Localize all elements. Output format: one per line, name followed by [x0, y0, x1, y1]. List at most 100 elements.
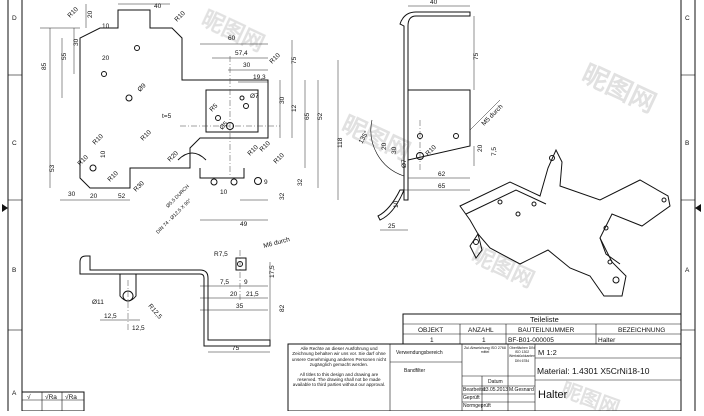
dimension-label: 32: [297, 178, 304, 186]
column-header: OBJEKT: [418, 327, 443, 334]
zone-label: C: [685, 15, 690, 22]
dimension-label: 62: [438, 171, 446, 178]
dimension-label: Ø9: [136, 82, 147, 93]
dimension-label: Ø7: [250, 93, 259, 100]
dimension-label: 20: [381, 142, 388, 150]
dimension-label: 75: [473, 52, 480, 60]
dimension-label: 35: [236, 303, 244, 310]
zone-label: A: [12, 390, 17, 397]
isometric-view: [459, 148, 671, 297]
surface-text: Oberflächen DIN ISO 1302 Werkstückkanten…: [509, 346, 535, 363]
side-view: 40 75 M5 durch 135° 20 30 Ø7 R10 20 7,5 …: [357, 0, 505, 231]
tolerance-note: Zul.Abweichung ISO 2768 mittel: [464, 346, 506, 355]
area-label: Verwendungsbereich: [396, 350, 443, 356]
dimension-label: 25: [388, 223, 396, 230]
zone-label: C: [12, 140, 17, 147]
dimension-label: 10: [220, 189, 228, 196]
dimension-label: 52: [118, 193, 126, 200]
row-label: Normgeprüft: [463, 403, 491, 409]
surface-finish-box: √ √Ra √Ra: [21, 391, 85, 412]
dimension-label: 10: [102, 23, 110, 30]
surface-note: Oberflächen DIN ISO 1302 Werkstückkanten…: [509, 346, 535, 363]
dimension-label: t=5: [162, 113, 172, 120]
dimension-label: 12,5: [132, 325, 145, 332]
table-cell: Halter: [598, 337, 616, 344]
column-header: BAUTEILNUMMER: [518, 327, 575, 334]
dimension-label: Ø5: [218, 120, 229, 131]
dimension-label: 65: [438, 183, 446, 190]
dimension-label: 55: [61, 52, 68, 60]
dimension-label: 82: [279, 304, 286, 312]
surface-symbol-icon: √Ra: [65, 393, 77, 401]
dimension-label: 20: [87, 10, 94, 18]
part-name: Halter: [538, 389, 568, 401]
dimension-label: 52: [317, 112, 324, 120]
dimension-label: R5: [208, 102, 219, 113]
dimension-label: 10: [393, 200, 400, 208]
dimension-label: 7,5: [220, 279, 229, 286]
dimension-label: 32: [279, 192, 286, 200]
dimension-label: 20: [230, 291, 238, 298]
rights-text-de: Alle Rechte an dieser Ausführung und Zei…: [291, 346, 387, 368]
table-cell: BF-B01-000005: [508, 337, 554, 344]
surface-symbol-icon: √: [27, 393, 31, 401]
dimension-label: 57,4: [235, 50, 248, 57]
dimension-label: 49: [240, 221, 248, 228]
material-value: Material: 1.4301 X5CrNi18-10: [537, 366, 650, 376]
dimension-label: 75: [232, 345, 240, 352]
row-label: Bearbeitet: [463, 387, 486, 393]
dimension-label: 75: [291, 56, 298, 64]
dimension-label: 30: [73, 38, 80, 46]
dimension-label: Ø7: [401, 159, 408, 168]
dimension-label: R7,5: [214, 251, 228, 258]
dimension-label: 40: [430, 0, 438, 6]
scale-value: M 1:2: [538, 348, 557, 357]
row-label: Geprüft: [463, 395, 480, 401]
dimension-label: 118: [337, 137, 344, 148]
dimension-label: 9: [244, 279, 248, 286]
tolerance-text: Zul.Abweichung ISO 2768 mittel: [464, 346, 506, 355]
zone-label: B: [685, 140, 689, 147]
dimension-label: 85: [41, 62, 48, 70]
dimension-label: 21,5: [246, 291, 259, 298]
dimension-label: 20: [477, 144, 484, 152]
dimension-label: 30: [68, 191, 76, 198]
dimension-label: 7,5: [491, 147, 498, 156]
table-cell: 1: [430, 337, 434, 344]
dimension-label: 9: [264, 179, 268, 186]
dimension-label: 53: [49, 164, 56, 172]
column-header: ANZAHL: [468, 327, 494, 334]
dimension-label: 65: [304, 112, 311, 120]
dimension-label: 40: [154, 3, 162, 10]
column-header: BEZEICHNUNG: [618, 327, 665, 334]
parts-list: Teileliste OBJEKT ANZAHL BAUTEILNUMMER B…: [402, 313, 682, 345]
rights-text-en: All titles to this design and drawing ar…: [292, 371, 386, 388]
author-value: M.Gesnard: [509, 387, 534, 393]
dimension-label: 12,5: [104, 313, 117, 320]
dimension-label: 10: [100, 150, 107, 158]
dimension-label: 19,3: [253, 74, 266, 81]
dimension-label: 60: [228, 35, 236, 42]
dimension-label: Ø11: [92, 299, 104, 306]
surface-symbol-icon: √Ra: [45, 393, 57, 401]
dimension-label: 17,5: [269, 265, 276, 278]
date-label: Datum: [488, 379, 503, 385]
area-value: Bandfilter: [404, 368, 425, 374]
dimension-label: 30: [243, 62, 251, 69]
rights-notice: Alle Rechte an dieser Ausführung und Zei…: [291, 346, 387, 388]
dimension-label: 12: [291, 104, 298, 112]
dimension-label: 30: [279, 96, 286, 104]
table-cell: 1: [482, 337, 486, 344]
dimension-label: 30: [391, 146, 398, 154]
zone-label: B: [12, 267, 16, 274]
zone-label: D: [12, 15, 17, 22]
dimension-label: 20: [102, 55, 110, 62]
parts-list-title: Teileliste: [530, 315, 559, 324]
zone-label: A: [685, 267, 690, 274]
date-value: 13.05.2013: [483, 387, 508, 393]
title-block: Alle Rechte an dieser Ausführung und Zei…: [287, 343, 682, 412]
dimension-label: 20: [90, 193, 98, 200]
